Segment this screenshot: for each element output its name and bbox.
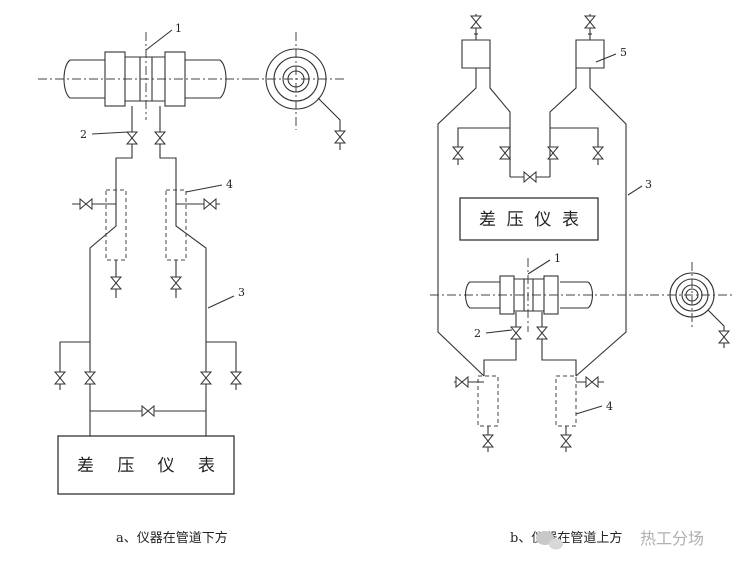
watermark: 热工分场 — [536, 529, 704, 550]
diagram-a: 差 压 仪 表 1 2 3 4 a、仪器在管道下方 — [38, 22, 346, 546]
condensers-b — [477, 375, 577, 452]
callouts-a: 1 2 3 4 — [80, 22, 245, 309]
callout-2: 2 — [474, 327, 481, 340]
callout-4: 4 — [606, 400, 613, 413]
dp-meter-a: 差 压 仪 表 — [57, 435, 235, 495]
callout-1: 1 — [175, 22, 182, 35]
caption-a: a、仪器在管道下方 — [116, 530, 228, 546]
watermark-text: 热工分场 — [640, 529, 704, 548]
callout-2: 2 — [80, 128, 87, 141]
diagram-b: 差 压 仪 表 — [430, 14, 735, 546]
meter-label-a: 差 压 仪 表 — [77, 456, 215, 476]
impulse-lines-a — [59, 106, 237, 436]
wechat-logo-icon — [536, 531, 563, 550]
meter-label-b: 差 压 仪 表 — [479, 210, 579, 230]
pipe-cross-section-b — [650, 262, 735, 348]
pipe-cross-section-a — [250, 32, 346, 150]
valves-a — [54, 131, 242, 417]
caption-b: b、仪器在管道上方 — [510, 530, 622, 546]
condensers-a — [105, 189, 187, 298]
main-pipe-b — [430, 258, 650, 332]
callout-3: 3 — [238, 286, 245, 299]
main-pipe-a — [38, 32, 255, 120]
callout-4: 4 — [226, 178, 233, 191]
callout-3: 3 — [645, 178, 652, 191]
callout-1: 1 — [554, 252, 561, 265]
dp-meter-b: 差 压 仪 表 — [459, 197, 599, 241]
callouts-b: 1 2 3 4 5 — [474, 46, 652, 415]
callout-5: 5 — [620, 46, 627, 59]
